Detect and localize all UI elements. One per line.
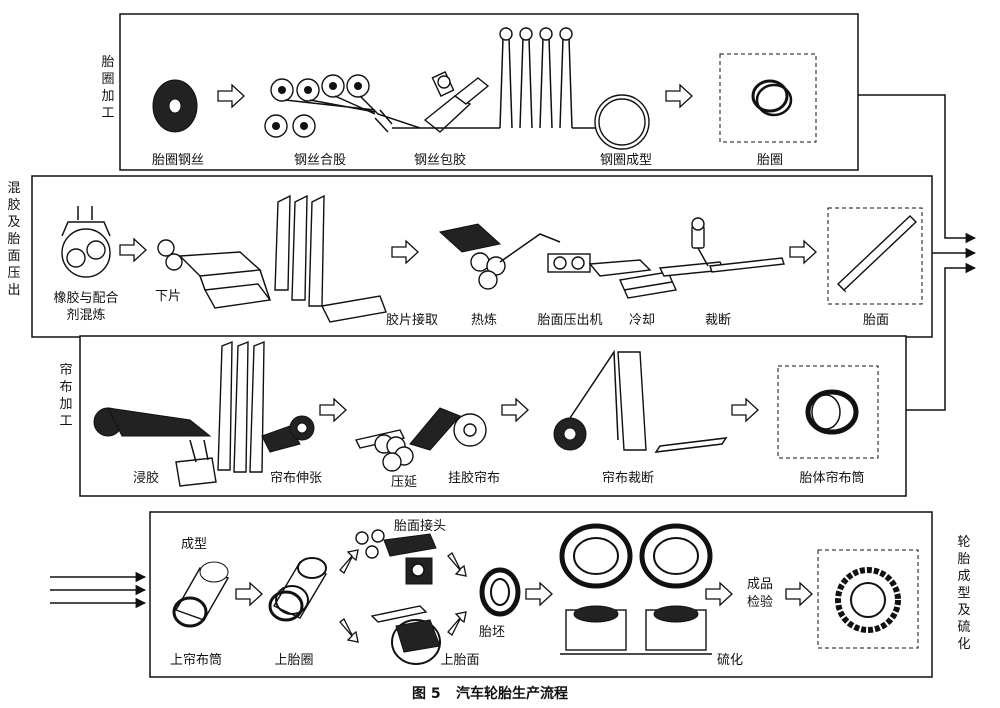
step-label: 帘布伸张	[270, 470, 322, 486]
step-label: 钢丝合股	[294, 153, 346, 168]
product-box-tread	[827, 207, 923, 305]
side-label-char: 压	[7, 266, 20, 281]
bead-setting-illustration	[268, 557, 327, 622]
step-label: 成品检验	[747, 577, 773, 610]
dipping-illustration	[93, 407, 217, 487]
step-label: 冷却	[629, 313, 655, 328]
step-label: 钢圈成型	[600, 153, 652, 168]
side-label-char: 帘	[59, 362, 72, 378]
side-label-char: 及	[7, 215, 20, 230]
product-box-ply	[777, 365, 879, 459]
side-label-char: 出	[7, 283, 20, 298]
figure-number: 图 5	[412, 686, 441, 702]
panel-tire-building: 成型 上帘布筒 上胎圈 胎面接头 上胎面 胎坯 硫化 成品检验	[149, 511, 933, 678]
wire-stranding-illustration	[264, 74, 421, 138]
side-label-char: 化	[957, 637, 970, 652]
side-label-char: 面	[7, 249, 20, 264]
side-label-char: 型	[957, 586, 970, 601]
wire-coating-illustration	[392, 71, 500, 133]
ply-cutting-illustration	[553, 349, 728, 453]
step-label: 上胎面	[440, 653, 479, 668]
cooling-conveyor-illustration	[618, 261, 726, 299]
side-label-char: 成	[957, 569, 970, 584]
panel-tread-extrusion: 橡胶与配合剂混炼 下片 胶片接取 热炼 胎面压出机 冷却 裁断 胎面	[31, 175, 933, 338]
calender-illustration	[354, 407, 487, 472]
side-label-char: 胎	[101, 55, 114, 70]
side-label-char: 工	[59, 414, 72, 429]
step-label: 胶片接取	[386, 312, 438, 328]
step-label: 上胎圈	[274, 653, 313, 668]
step-label: 热炼	[471, 313, 497, 328]
step-label: 压延	[391, 475, 417, 490]
product-label: 胎体帘布筒	[799, 470, 864, 486]
product-label: 胎面	[863, 313, 889, 328]
sheet-takeup-illustration	[274, 194, 387, 323]
tread-splicing-illustration	[355, 529, 437, 585]
flow-arrow	[447, 611, 467, 636]
ply-stretching-illustration	[217, 340, 315, 473]
panel-ply-processing: 浸胶 帘布伸张 压延 挂胶帘布 帘布裁断 胎体帘布筒	[79, 335, 907, 497]
tread-application-illustration	[370, 605, 441, 665]
flow-arrow	[339, 618, 359, 643]
flow-connectors	[50, 94, 977, 609]
ply-cylinder-icon	[805, 389, 859, 435]
step-label: 胎面压出机	[537, 313, 602, 328]
side-label-char: 混	[7, 181, 20, 196]
side-label-char: 胶	[7, 197, 20, 213]
panel-bead-processing: 胎圈钢丝 钢丝合股 钢丝包胶 钢圈成型 胎圈	[119, 13, 859, 171]
step-label: 浸胶	[133, 470, 159, 486]
flow-arrow	[447, 552, 467, 577]
step-label: 橡胶与配合剂混炼	[53, 290, 118, 323]
building-drum-illustration	[172, 561, 230, 628]
product-box-finished-tire	[817, 549, 919, 649]
side-label-char: 胎	[7, 232, 20, 247]
step-label: 成型	[181, 537, 207, 552]
tread-strip-icon	[836, 215, 918, 293]
step-label: 帘布裁断	[602, 470, 654, 486]
product-label: 胎圈	[757, 153, 783, 168]
tread-extruder-illustration	[547, 253, 652, 277]
side-label-char: 工	[101, 106, 114, 121]
step-label: 胎圈钢丝	[152, 153, 204, 168]
step-label: 上帘布筒	[170, 652, 222, 668]
step-label: 钢丝包胶	[414, 152, 466, 168]
warming-mill-illustration	[438, 223, 561, 290]
side-label-char: 加	[59, 397, 72, 412]
step-label: 硫化	[717, 653, 743, 668]
bead-ring-icon	[751, 79, 793, 117]
bead-forming-illustration	[499, 27, 650, 150]
step-label: 裁断	[705, 312, 731, 328]
wire-spool-illustration	[152, 79, 198, 133]
figure-title: 汽车轮胎生产流程	[456, 685, 568, 702]
side-label-char: 圈	[101, 72, 114, 87]
step-label: 挂胶帘布	[448, 470, 500, 486]
side-label-char: 加	[101, 89, 114, 104]
step-label: 胎坯	[479, 625, 505, 640]
flow-arrow	[339, 549, 359, 574]
side-label-char: 布	[59, 380, 72, 395]
step-label: 下片	[155, 289, 181, 304]
mixer-illustration	[61, 206, 111, 278]
product-box-bead	[719, 53, 817, 143]
step-label: 胎面接头	[394, 518, 446, 534]
side-label-char: 轮	[957, 535, 970, 550]
curing-press-illustration	[559, 523, 713, 655]
side-label-char: 及	[957, 603, 970, 618]
cutter-illustration	[691, 217, 785, 273]
side-label-char: 硫	[957, 620, 970, 635]
green-tire-illustration	[479, 567, 521, 617]
sheeting-illustration	[157, 239, 272, 309]
finished-tire-icon	[835, 567, 901, 633]
side-label-char: 胎	[957, 552, 970, 567]
